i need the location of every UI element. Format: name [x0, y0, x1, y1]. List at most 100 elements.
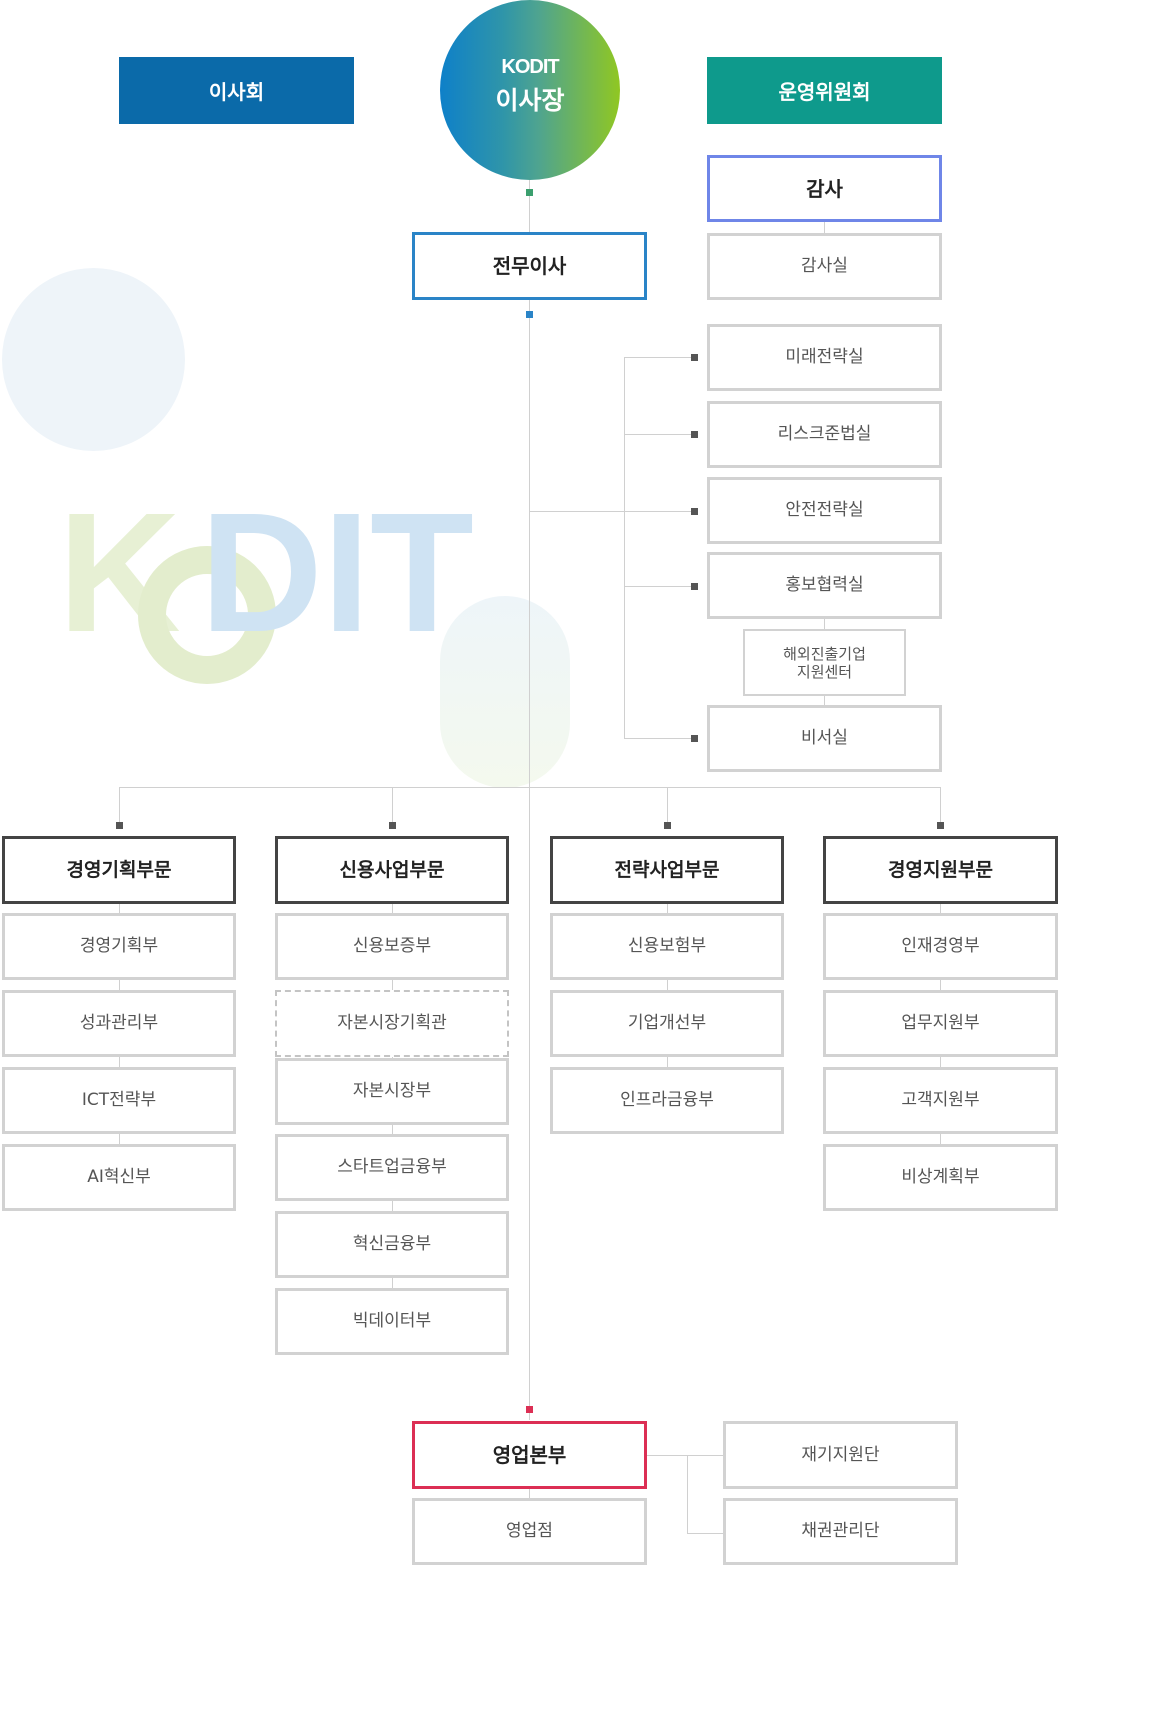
line-div-1 [119, 787, 120, 823]
watermark-dit-letters: DIT [200, 478, 474, 668]
staff-office-label: 해외진출기업 지원센터 [783, 644, 866, 681]
staff-office-secretary[interactable]: 비서실 [707, 705, 942, 772]
division-credit-business[interactable]: 신용사업부문 [275, 836, 509, 904]
audit-office-label: 감사실 [801, 256, 848, 277]
division-management-support[interactable]: 경영지원부문 [823, 836, 1058, 904]
dept-box[interactable]: 스타트업금융부 [275, 1134, 509, 1201]
decor-pill-gradient [440, 596, 570, 788]
committee-label: 운영위원회 [778, 80, 871, 104]
dept-box[interactable]: 신용보증부 [275, 913, 509, 980]
line-div-2 [392, 787, 393, 823]
staff-office-risk-compliance[interactable]: 리스크준법실 [707, 401, 942, 468]
marker-ceo [526, 189, 533, 196]
dept-label: AI혁신부 [87, 1167, 151, 1188]
ceo-logo: KODIT [501, 55, 559, 78]
line-audit-office [824, 221, 825, 235]
division-management-planning[interactable]: 경영기획부문 [2, 836, 236, 904]
line-div-4 [940, 787, 941, 823]
sales-branch-box[interactable]: 영업점 [412, 1498, 647, 1565]
line-overseas-secretary [824, 694, 825, 706]
dept-box[interactable]: 기업개선부 [550, 990, 784, 1057]
ceo-label: 이사장 [495, 85, 565, 115]
dept-label: 인프라금융부 [620, 1090, 714, 1111]
marker-div-1 [116, 822, 123, 829]
staff-office-overseas-support[interactable]: 해외진출기업 지원센터 [743, 629, 906, 696]
dept-label: 기업개선부 [627, 1013, 707, 1034]
line-pr-overseas [824, 618, 825, 630]
dept-label: 업무지원부 [901, 1013, 980, 1034]
dept-box[interactable]: 신용보험부 [550, 913, 784, 980]
line-sales-unit-2 [687, 1533, 725, 1534]
marker-staff-2 [691, 431, 698, 438]
audit-office-box[interactable]: 감사실 [707, 233, 942, 300]
dept-box[interactable]: 빅데이터부 [275, 1288, 509, 1355]
dept-label: 경영기획부 [79, 936, 159, 957]
line-sales-branch [529, 1487, 530, 1501]
dept-label: 빅데이터부 [352, 1311, 432, 1332]
committee-box[interactable]: 운영위원회 [707, 57, 942, 124]
watermark-logo: K DIT [58, 488, 474, 688]
dept-box[interactable]: AI혁신부 [2, 1144, 236, 1211]
dept-label: ICT전략부 [81, 1090, 157, 1111]
dept-box[interactable]: 인재경영부 [823, 913, 1058, 980]
ceo-circle[interactable]: KODIT 이사장 [440, 0, 620, 180]
executive-director-box[interactable]: 전무이사 [412, 232, 647, 300]
dept-box[interactable]: 인프라금융부 [550, 1067, 784, 1134]
dept-label: 신용보증부 [352, 936, 432, 957]
staff-office-safety-strategy[interactable]: 안전전략실 [707, 477, 942, 544]
dept-label: 스타트업금융부 [337, 1157, 447, 1178]
dept-box[interactable]: 업무지원부 [823, 990, 1058, 1057]
division-label: 경영기획부문 [66, 858, 172, 881]
marker-staff-3 [691, 508, 698, 515]
dept-label: 인재경영부 [901, 936, 980, 957]
staff-office-label: 미래전략실 [785, 347, 864, 368]
sales-unit-bond-management[interactable]: 채권관리단 [723, 1498, 958, 1565]
line-sales-units-spine [687, 1455, 688, 1533]
marker-div-2 [389, 822, 396, 829]
decor-circle-blue [2, 268, 185, 451]
dept-box[interactable]: 혁신금융부 [275, 1211, 509, 1278]
line-staff-4 [624, 586, 694, 587]
sales-headquarters-box[interactable]: 영업본부 [412, 1421, 647, 1489]
line-col-3 [667, 900, 668, 1075]
line-staff-6 [624, 738, 694, 739]
line-div-3 [667, 787, 668, 823]
dept-box-dotted[interactable]: 자본시장기획관 [275, 990, 509, 1057]
dept-label: 자본시장기획관 [337, 1013, 447, 1034]
board-label: 이사회 [208, 80, 265, 104]
staff-office-label: 리스크준법실 [777, 424, 872, 445]
dept-box[interactable]: ICT전략부 [2, 1067, 236, 1134]
line-staff-3 [624, 511, 694, 512]
line-staff-1 [624, 357, 694, 358]
division-label: 경영지원부문 [888, 858, 993, 881]
dept-label: 혁신금융부 [352, 1234, 432, 1255]
board-box[interactable]: 이사회 [119, 57, 354, 124]
staff-office-label: 홍보협력실 [785, 575, 864, 596]
staff-office-public-relations[interactable]: 홍보협력실 [707, 552, 942, 619]
line-staff-spine [624, 357, 625, 738]
marker-staff-6 [691, 735, 698, 742]
line-sales-units [645, 1455, 725, 1456]
dept-label: 성과관리부 [79, 1013, 159, 1034]
division-strategic-business[interactable]: 전략사업부문 [550, 836, 784, 904]
audit-box[interactable]: 감사 [707, 155, 942, 222]
dept-box[interactable]: 고객지원부 [823, 1067, 1058, 1134]
sales-headquarters-label: 영업본부 [492, 1443, 567, 1467]
dept-box[interactable]: 자본시장부 [275, 1058, 509, 1125]
dept-label: 고객지원부 [901, 1090, 980, 1111]
sales-unit-recovery[interactable]: 재기지원단 [723, 1421, 958, 1489]
marker-exec [526, 311, 533, 318]
staff-office-label: 안전전략실 [785, 500, 864, 521]
staff-office-label: 비서실 [801, 728, 848, 749]
dept-box[interactable]: 비상계획부 [823, 1144, 1058, 1211]
marker-div-4 [937, 822, 944, 829]
audit-label: 감사 [806, 176, 843, 201]
marker-div-3 [664, 822, 671, 829]
division-label: 신용사업부문 [339, 858, 445, 881]
sales-unit-label: 채권관리단 [801, 1521, 880, 1542]
marker-staff-4 [691, 583, 698, 590]
staff-office-future-strategy[interactable]: 미래전략실 [707, 324, 942, 391]
dept-box[interactable]: 성과관리부 [2, 990, 236, 1057]
line-division-bus [119, 787, 940, 788]
dept-box[interactable]: 경영기획부 [2, 913, 236, 980]
